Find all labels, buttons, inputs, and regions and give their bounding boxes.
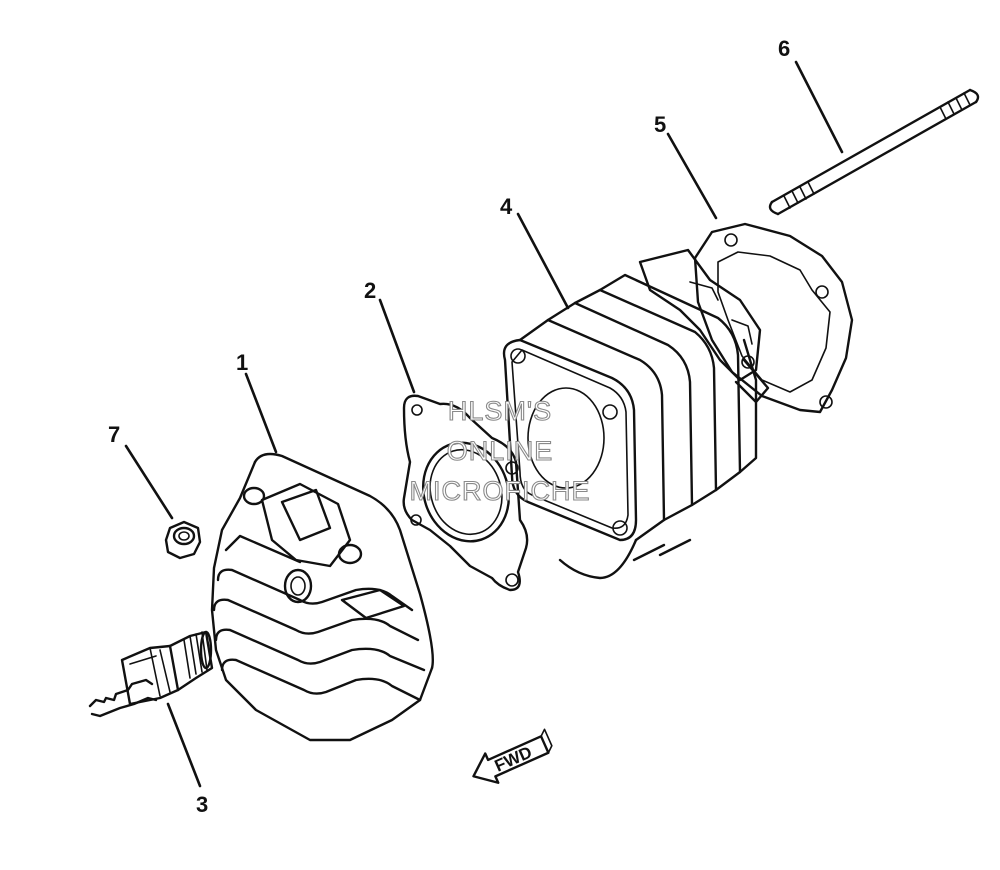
watermark-line-3: MICROFICHE [410,476,591,506]
callout-7: 7 [108,422,120,447]
leader-lines [124,60,844,788]
watermark-line-2: ONLINE [447,436,554,466]
callout-5: 5 [654,112,666,137]
leader-1 [244,372,278,454]
cylinder-head-part-1[interactable] [210,452,434,742]
head-gasket-part-2[interactable] [402,394,529,592]
leader-6 [794,60,844,154]
cylinder-part-4[interactable] [502,248,770,580]
leader-5 [666,132,718,220]
watermark-line-1: HLSM'S [448,396,552,426]
base-gasket-part-5[interactable] [693,222,854,414]
leader-2 [378,298,416,394]
callout-2: 2 [364,278,376,303]
callout-3: 3 [196,792,208,817]
leader-7 [124,444,174,520]
spark-plug-part-3[interactable] [88,630,214,718]
watermark: HLSM'S ONLINE MICROFICHE [409,395,591,506]
callout-1: 1 [236,350,248,375]
nut-part-7[interactable] [164,520,202,560]
leader-4 [516,212,570,310]
stud-bolt-part-6[interactable] [768,88,980,216]
callout-6: 6 [778,36,790,61]
fwd-direction-marker: FWD [472,728,553,784]
leader-3 [166,702,202,788]
callout-4: 4 [500,194,513,219]
